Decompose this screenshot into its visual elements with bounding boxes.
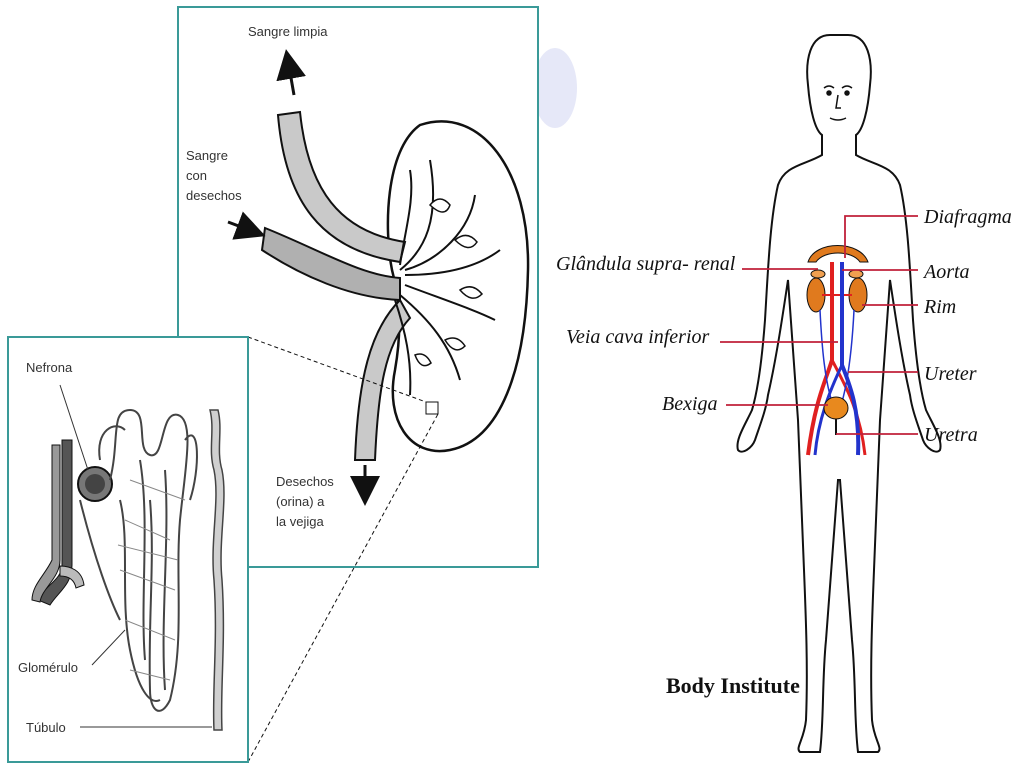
- clean-blood-arrow: [276, 49, 306, 96]
- label-tubule: Túbulo: [26, 720, 66, 735]
- label-vena-cava: Veia cava inferior: [566, 326, 710, 348]
- nephron-panel: Nefrona Glomérulo Túbulo: [7, 336, 249, 763]
- ureter-right: [841, 309, 855, 403]
- label-nephron: Nefrona: [26, 360, 73, 375]
- body-outline: [736, 34, 942, 753]
- diaphragm-organ: [807, 245, 869, 263]
- label-kidney: Rim: [923, 296, 956, 318]
- label-dirty-blood-line1: Sangre: [186, 148, 228, 163]
- face: [823, 85, 853, 121]
- label-clean-blood: Sangre limpia: [248, 24, 328, 39]
- label-waste-line2: (orina) a: [276, 494, 325, 509]
- label-adrenal: Glândula supra- renal: [556, 253, 736, 275]
- label-urethra: Uretra: [924, 424, 978, 446]
- label-waste-line1: Desechos: [276, 474, 334, 489]
- zoom-connector-bottom: [247, 413, 439, 763]
- brand-logo-text: Body Institute: [666, 673, 800, 698]
- label-ureter: Ureter: [924, 363, 977, 385]
- tubule-loops: [79, 408, 198, 712]
- adrenal-left-organ: [810, 269, 826, 279]
- label-waste-line3: la vejiga: [276, 514, 324, 529]
- dirty-blood-arrow: [227, 211, 266, 240]
- ureter-tube: [353, 298, 412, 461]
- bladder-organ: [823, 396, 849, 420]
- nephron-blood-vessel-outer: [31, 444, 61, 603]
- leader-nephron: [59, 384, 89, 471]
- label-dirty-blood-line2: con: [186, 168, 207, 183]
- renal-pyramids: [414, 198, 484, 367]
- nephron-panel-frame: [7, 336, 249, 763]
- label-bladder: Bexiga: [662, 393, 718, 415]
- body-panel: Diafragma Glândula supra- renal Aorta Ri…: [556, 34, 1012, 753]
- renal-branches: [394, 159, 501, 396]
- body-leader-lines: [720, 215, 918, 435]
- leader-glomerulus: [91, 629, 126, 666]
- glomerulus-core: [85, 474, 105, 494]
- label-aorta: Aorta: [922, 261, 970, 283]
- ureter-left: [819, 309, 833, 403]
- zoom-connector-top: [247, 336, 427, 403]
- adrenal-right-organ: [848, 269, 864, 279]
- zoom-box: [425, 401, 439, 415]
- nephron-vessel-bend: [59, 565, 85, 589]
- leader-diaphragm: [844, 215, 918, 258]
- background-decoration: [533, 48, 577, 128]
- peritubular-capillaries: [117, 479, 186, 681]
- label-glomerulus: Glomérulo: [18, 660, 78, 675]
- label-diaphragm: Diafragma: [923, 206, 1012, 228]
- collecting-duct: [209, 409, 225, 731]
- label-dirty-blood-line3: desechos: [186, 188, 242, 203]
- aorta-right-branch: [830, 359, 867, 456]
